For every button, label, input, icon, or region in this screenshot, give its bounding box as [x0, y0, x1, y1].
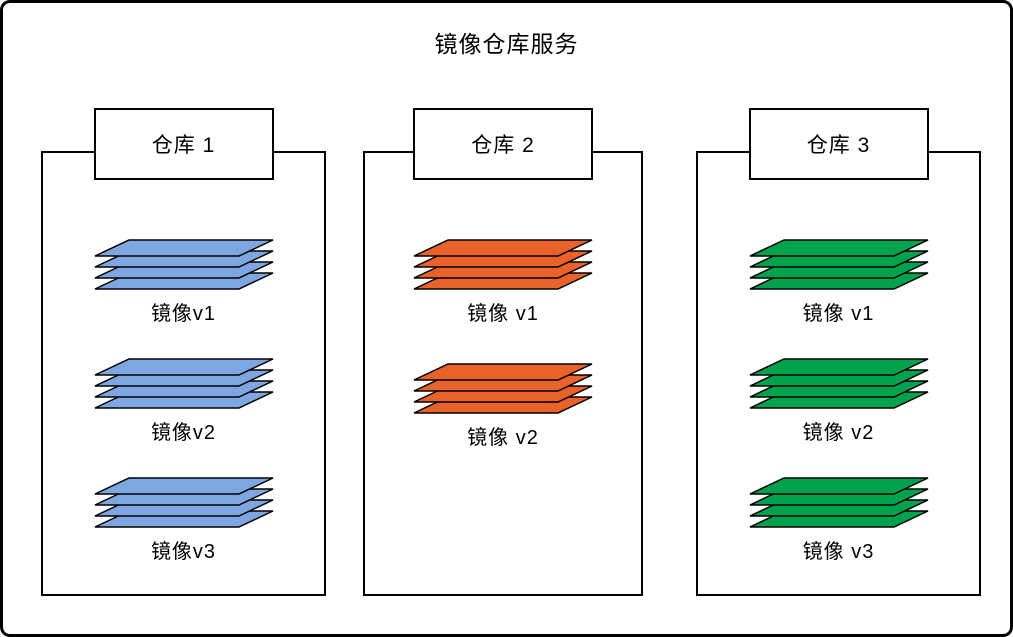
repo-label-2: 仓库 2 — [413, 108, 593, 180]
layer-stack-icon — [749, 358, 928, 409]
layer-stack-icon — [749, 239, 928, 290]
image-group: 镜像 v1 — [365, 239, 641, 326]
image-label: 镜像v1 — [150, 303, 217, 325]
layer-stack-icon — [413, 239, 593, 290]
layer-stack-icon — [94, 239, 273, 290]
repo-label-text: 仓库 1 — [151, 134, 216, 157]
image-label: 镜像 v1 — [802, 303, 875, 325]
image-label: 镜像 v2 — [802, 422, 875, 444]
image-group: 镜像 v2 — [698, 358, 979, 445]
repo-label-1: 仓库 1 — [93, 108, 274, 180]
image-label: 镜像 v3 — [802, 541, 875, 563]
repo-label-text: 仓库 2 — [471, 134, 535, 157]
repo-label-text: 仓库 3 — [806, 134, 871, 157]
repo-label-3: 仓库 3 — [748, 108, 929, 180]
image-group: 镜像v3 — [43, 477, 324, 564]
image-group: 镜像v1 — [43, 239, 324, 326]
layer-stack-icon — [94, 358, 273, 409]
image-label: 镜像 v1 — [467, 303, 539, 325]
image-group: 镜像 v3 — [698, 477, 979, 564]
image-label: 镜像v3 — [150, 541, 217, 563]
image-group: 镜像 v2 — [365, 363, 641, 450]
repo-box-1: 仓库 1 镜像v1 镜像v2 — [41, 108, 326, 596]
layer-stack-icon — [413, 363, 593, 414]
layer-stack-icon — [94, 477, 273, 528]
layer-stack-icon — [749, 477, 928, 528]
repo-box-2: 仓库 2 镜像 v1 镜像 v2 — [363, 108, 643, 596]
image-group: 镜像v2 — [43, 358, 324, 445]
diagram-title: 镜像仓库服务 — [434, 31, 579, 57]
image-label: 镜像v2 — [150, 422, 217, 444]
image-label: 镜像 v2 — [467, 427, 539, 449]
image-group: 镜像 v1 — [698, 239, 979, 326]
repo-box-3: 仓库 3 镜像 v1 镜像 v2 — [696, 108, 981, 596]
